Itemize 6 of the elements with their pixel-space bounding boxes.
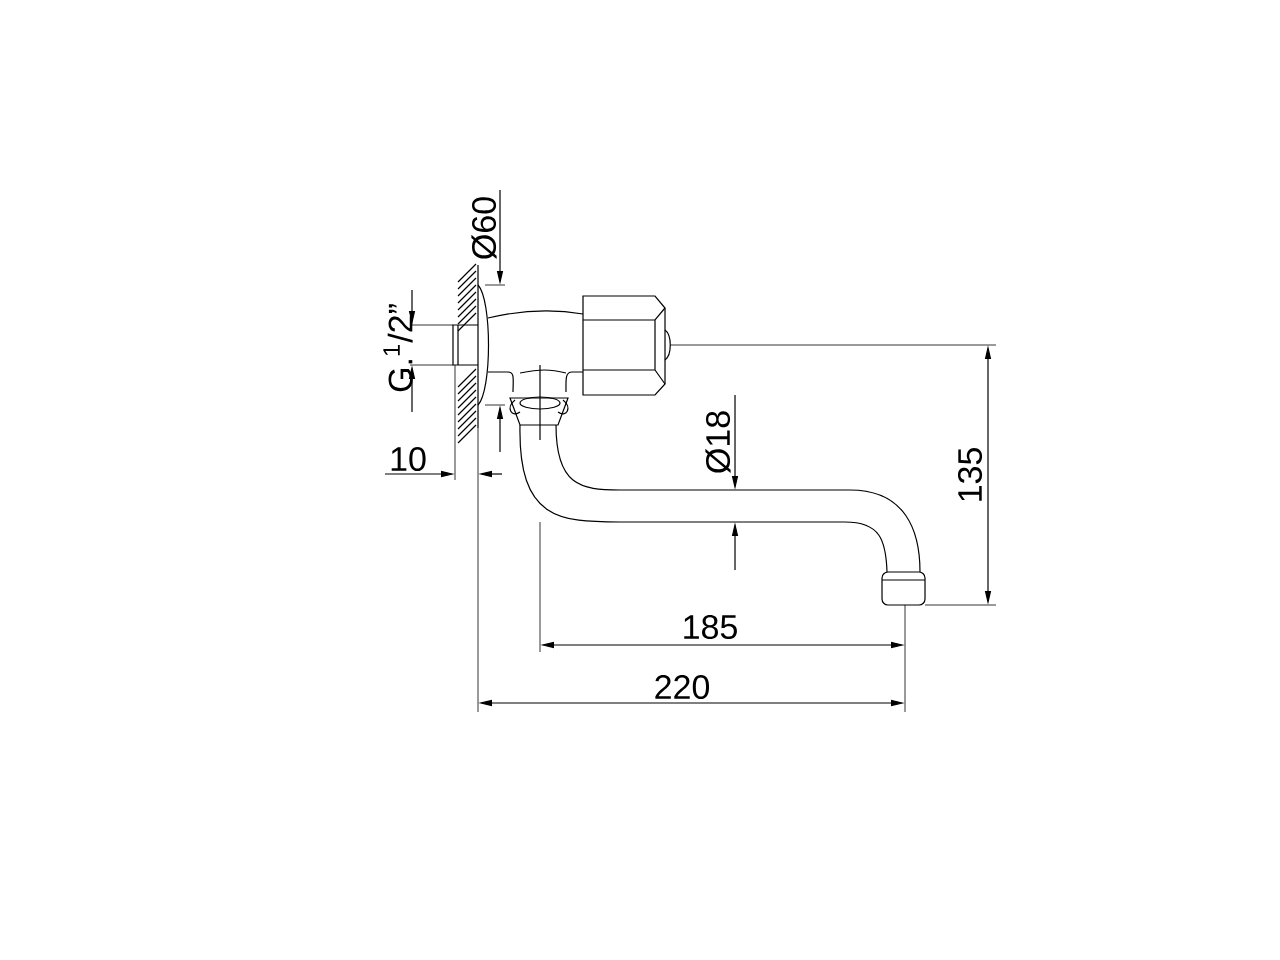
dimension-label: Ø18: [705, 411, 731, 473]
dimension-label: Ø60: [471, 197, 497, 259]
dimension-label: 185: [684, 614, 737, 640]
dimension-label: 135: [957, 448, 983, 501]
dimension-label: 220: [655, 674, 710, 700]
dimension-label: 10: [391, 446, 426, 472]
